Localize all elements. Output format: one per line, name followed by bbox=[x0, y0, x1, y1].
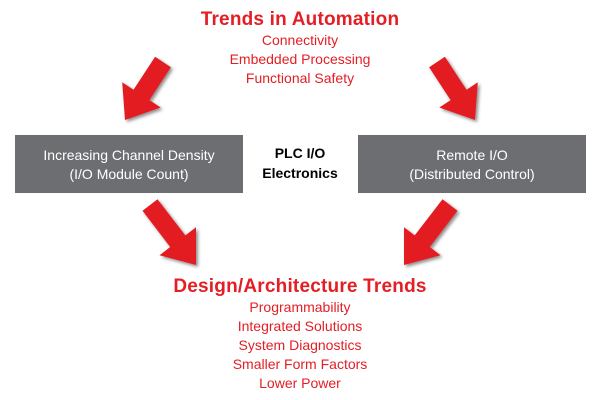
list-item: Connectivity bbox=[261, 32, 339, 48]
list-item: Smaller Form Factors bbox=[232, 356, 368, 372]
center-label-plc-io: PLC I/O Electronics bbox=[255, 143, 345, 183]
right-box-line2: (Distributed Control) bbox=[409, 165, 535, 182]
right-box-line1: Remote I/O bbox=[436, 146, 508, 163]
right-box-remote-io: Remote I/O (Distributed Control) bbox=[358, 135, 586, 193]
list-item: System Diagnostics bbox=[238, 337, 362, 353]
arrow-top-left bbox=[122, 56, 171, 120]
list-item: Functional Safety bbox=[245, 70, 355, 86]
top-trend-list: Connectivity Embedded Processing Functio… bbox=[0, 31, 600, 88]
bottom-trend-list: Programmability Integrated Solutions Sys… bbox=[0, 298, 600, 393]
list-item: Embedded Processing bbox=[229, 51, 371, 67]
center-line2: Electronics bbox=[262, 165, 338, 181]
bottom-title: Design/Architecture Trends bbox=[173, 276, 427, 297]
arrow-bottom-right bbox=[404, 199, 458, 265]
list-item: Integrated Solutions bbox=[237, 318, 363, 334]
list-item: Lower Power bbox=[259, 375, 341, 391]
list-item: Programmability bbox=[249, 299, 351, 315]
left-box-line2: (I/O Module Count) bbox=[69, 165, 189, 182]
center-line1: PLC I/O bbox=[274, 145, 326, 161]
arrow-top-right bbox=[429, 56, 478, 120]
left-box-channel-density: Increasing Channel Density (I/O Module C… bbox=[15, 135, 243, 193]
top-title: Trends in Automation bbox=[200, 9, 400, 30]
arrow-bottom-left bbox=[142, 199, 196, 265]
left-box-line1: Increasing Channel Density bbox=[43, 146, 215, 163]
